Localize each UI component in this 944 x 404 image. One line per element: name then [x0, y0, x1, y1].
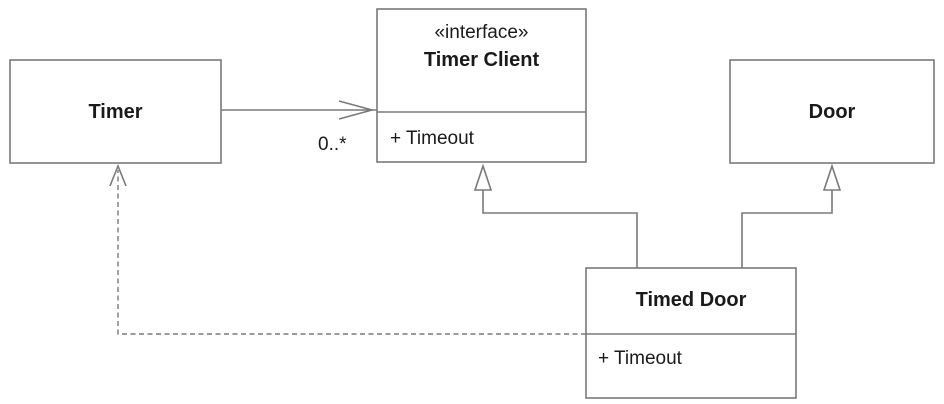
class-timed-door[interactable]: Timed Door + Timeout: [585, 267, 797, 399]
class-timer-client-name: Timer Client: [424, 49, 540, 71]
class-timer-client-box: [376, 8, 587, 163]
class-door[interactable]: Door: [729, 59, 935, 164]
generalization-timed-door-to-door[interactable]: [741, 163, 842, 268]
association-timer-to-timer-client[interactable]: 0..*: [221, 100, 377, 155]
open-arrowhead-icon: [338, 100, 376, 120]
class-timer-name: Timer: [88, 101, 142, 123]
class-timer-box: [9, 59, 222, 164]
class-timed-door-name: Timed Door: [636, 289, 747, 311]
hollow-triangle-icon: [822, 163, 842, 191]
class-timed-door-box: [585, 267, 797, 399]
dependency-timed-door-to-timer[interactable]: [109, 163, 586, 335]
realization-line: [482, 190, 638, 268]
association-multiplicity: 0..*: [318, 134, 347, 155]
class-timer[interactable]: Timer: [9, 59, 222, 164]
class-door-name: Door: [809, 101, 856, 123]
realization-timed-door-to-timer-client[interactable]: [473, 163, 638, 268]
generalization-line: [741, 190, 833, 268]
class-timer-client-stereotype: «interface»: [434, 22, 528, 43]
hollow-triangle-icon: [473, 163, 493, 191]
open-arrowhead-icon: [109, 163, 127, 187]
class-timer-client-operation: + Timeout: [390, 128, 475, 149]
class-door-box: [729, 59, 935, 164]
dependency-line: [117, 170, 586, 335]
class-timed-door-operation: + Timeout: [598, 348, 683, 369]
class-timer-client[interactable]: «interface» Timer Client + Timeout: [376, 8, 587, 163]
